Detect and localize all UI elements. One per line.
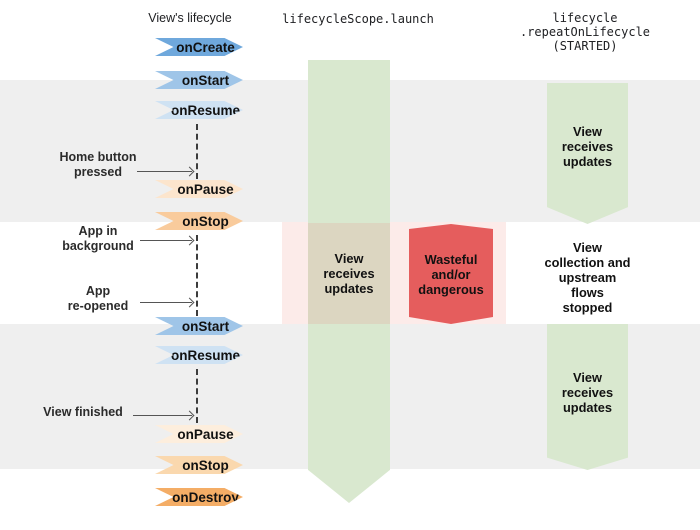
- event-bg-line1: App in: [78, 224, 118, 238]
- repeat-seg2-line3: updates: [562, 399, 613, 415]
- lifecycle-arrow-onstart-2: onStart: [155, 317, 243, 335]
- warning-line1: Wasteful: [424, 251, 478, 267]
- header-repeat-line2: .repeatOnLifecycle: [519, 25, 651, 39]
- lifecycle-arrow-ondestroy: onDestroy: [155, 488, 243, 506]
- lifecycle-arrow-onresume-1: onResume: [155, 101, 243, 119]
- repeat-mid-line3: upstream: [558, 270, 617, 285]
- event-arrow-background: [140, 240, 192, 241]
- event-bg-line2: background: [62, 239, 134, 253]
- header-repeat-line3: (STARTED): [552, 39, 618, 53]
- event-reopen-line2: re-opened: [67, 299, 129, 313]
- repeat-seg1-line3: updates: [562, 154, 613, 169]
- scope-label-line3: updates: [324, 281, 374, 296]
- warning-banner: Wasteful and/or dangerous: [409, 224, 493, 324]
- scope-column-overlap-segment: View receives updates: [308, 223, 390, 324]
- repeat-seg1-line1: View: [573, 124, 602, 139]
- event-arrow-home: [137, 171, 192, 172]
- event-arrow-finished: [133, 415, 192, 416]
- dashed-connector-2: [196, 235, 198, 316]
- repeat-mid-label: View collection and upstream flows stopp…: [537, 240, 638, 315]
- lifecycle-arrow-onpause-2: onPause: [155, 425, 243, 443]
- repeat-seg2-line2: receives: [561, 384, 614, 400]
- event-label-app-reopened: App re-opened: [40, 284, 156, 314]
- event-home-line2: pressed: [74, 165, 122, 179]
- header-lifecyclescope-launch: lifecycleScope.launch: [282, 12, 434, 26]
- lifecycle-arrow-oncreate: onCreate: [155, 38, 243, 56]
- scope-label-line2: receives: [323, 266, 375, 281]
- repeat-seg2-label: View receives updates: [562, 370, 613, 415]
- repeat-seg1-line2: receives: [561, 139, 614, 154]
- dashed-connector-3: [196, 369, 198, 423]
- repeat-mid-line2: collection and: [544, 255, 631, 270]
- scope-column-top-segment: [308, 60, 390, 223]
- repeat-column-segment2-arrow: View receives updates: [547, 324, 628, 470]
- repeat-column-stopped-label: View collection and upstream flows stopp…: [537, 240, 638, 315]
- warning-label: Wasteful and/or dangerous: [418, 252, 483, 297]
- warning-line2: and/or: [431, 266, 471, 282]
- lifecycle-arrow-onstart-1: onStart: [155, 71, 243, 89]
- event-label-view-finished: View finished: [25, 405, 141, 420]
- header-views-lifecycle: View's lifecycle: [148, 11, 232, 25]
- scope-label-line1: View: [334, 251, 364, 266]
- repeat-seg2-line1: View: [573, 369, 602, 385]
- header-repeat-line1: lifecycle: [552, 11, 618, 25]
- dashed-connector-1: [196, 124, 198, 179]
- lifecycle-arrow-onresume-2: onResume: [155, 346, 243, 364]
- event-label-app-background: App in background: [40, 224, 156, 254]
- warning-line3: dangerous: [418, 281, 484, 297]
- event-home-line1: Home button: [59, 150, 137, 164]
- event-label-home-button: Home button pressed: [40, 150, 156, 180]
- lifecycle-arrow-onpause-1: onPause: [155, 180, 243, 198]
- scope-column-label: View receives updates: [323, 251, 374, 296]
- event-arrow-reopened: [140, 302, 192, 303]
- header-repeatonlifecycle: lifecycle .repeatOnLifecycle (STARTED): [504, 11, 666, 53]
- lifecycle-arrow-onstop-1: onStop: [155, 212, 243, 230]
- repeat-column-segment1-arrow: View receives updates: [547, 83, 628, 224]
- repeat-mid-line1: View: [573, 240, 602, 255]
- lifecycle-arrow-onstop-2: onStop: [155, 456, 243, 474]
- event-reopen-line1: App: [85, 284, 111, 298]
- scope-column-bottom-arrow: [308, 324, 390, 503]
- repeat-mid-line5: stopped: [562, 300, 613, 315]
- repeat-seg1-label: View receives updates: [562, 124, 613, 169]
- repeat-mid-line4: flows: [571, 285, 604, 300]
- event-finish-line1: View finished: [43, 405, 123, 419]
